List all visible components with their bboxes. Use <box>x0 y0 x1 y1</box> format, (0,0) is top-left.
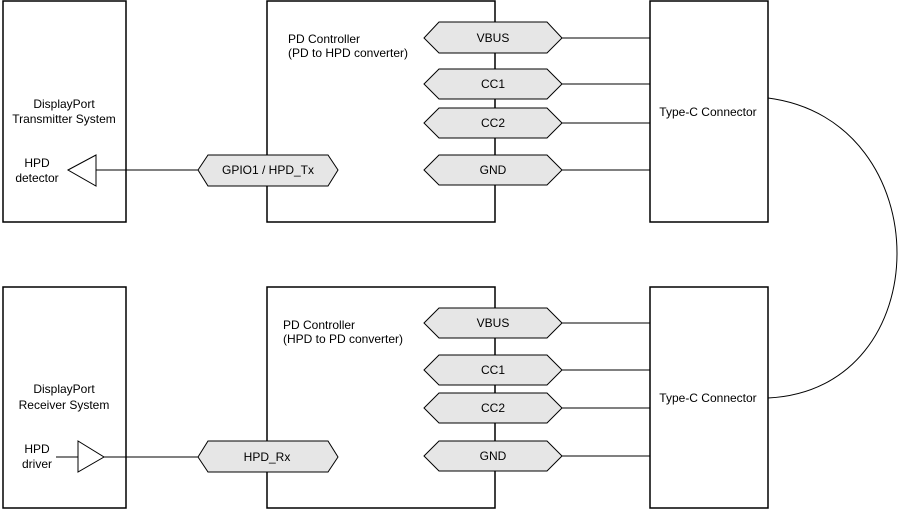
dp-receiver-title-line2: Receiver System <box>19 398 110 412</box>
type-c-cable <box>767 97 898 399</box>
cc1-label-bottom: CC1 <box>481 363 505 377</box>
hpd-detector-label-line2: detector <box>15 171 58 185</box>
dp-transmitter-system-box <box>2 0 127 223</box>
bottom-section: DisplayPort Receiver System HPD driver P… <box>2 286 769 509</box>
pd-controller-top-title-line1: PD Controller <box>288 32 360 46</box>
vbus-label-bottom: VBUS <box>477 316 510 330</box>
type-c-connector-top-label: Type-C Connector <box>659 105 756 119</box>
hpd-detector-label-line1: HPD <box>24 156 50 170</box>
gnd-label-bottom: GND <box>480 449 507 463</box>
type-c-connector-bottom-box <box>649 286 769 509</box>
gnd-label-top: GND <box>480 163 507 177</box>
vbus-label-top: VBUS <box>477 31 510 45</box>
dp-receiver-title-line1: DisplayPort <box>33 382 95 396</box>
hpd-rx-port <box>197 440 339 473</box>
pd-controller-top-title-line2: (PD to HPD converter) <box>288 46 408 60</box>
type-c-connector-bottom-label: Type-C Connector <box>659 391 756 405</box>
hpd-driver-label-line2: driver <box>22 457 52 471</box>
cc1-label-top: CC1 <box>481 77 505 91</box>
dp-transmitter-title-line1: DisplayPort <box>33 97 95 111</box>
dp-transmitter-title-line2: Transmitter System <box>12 112 116 126</box>
dp-receiver-system-box <box>2 286 127 509</box>
hpd-driver-label-line1: HPD <box>24 442 50 456</box>
pd-controller-bottom-title-line1: PD Controller <box>283 318 355 332</box>
hpd-rx-label: HPD_Rx <box>244 450 291 464</box>
cc2-label-bottom: CC2 <box>481 401 505 415</box>
hpd-driver-triangle-icon <box>77 440 105 473</box>
pd-controller-bottom-title-line2: (HPD to PD converter) <box>283 332 403 346</box>
gpio1-hpd-tx-label: GPIO1 / HPD_Tx <box>222 163 314 177</box>
cc2-label-top: CC2 <box>481 116 505 130</box>
gpio1-hpd-tx-port <box>197 154 339 187</box>
top-section: DisplayPort Transmitter System HPD detec… <box>2 0 769 223</box>
type-c-connector-top-box <box>649 0 769 223</box>
